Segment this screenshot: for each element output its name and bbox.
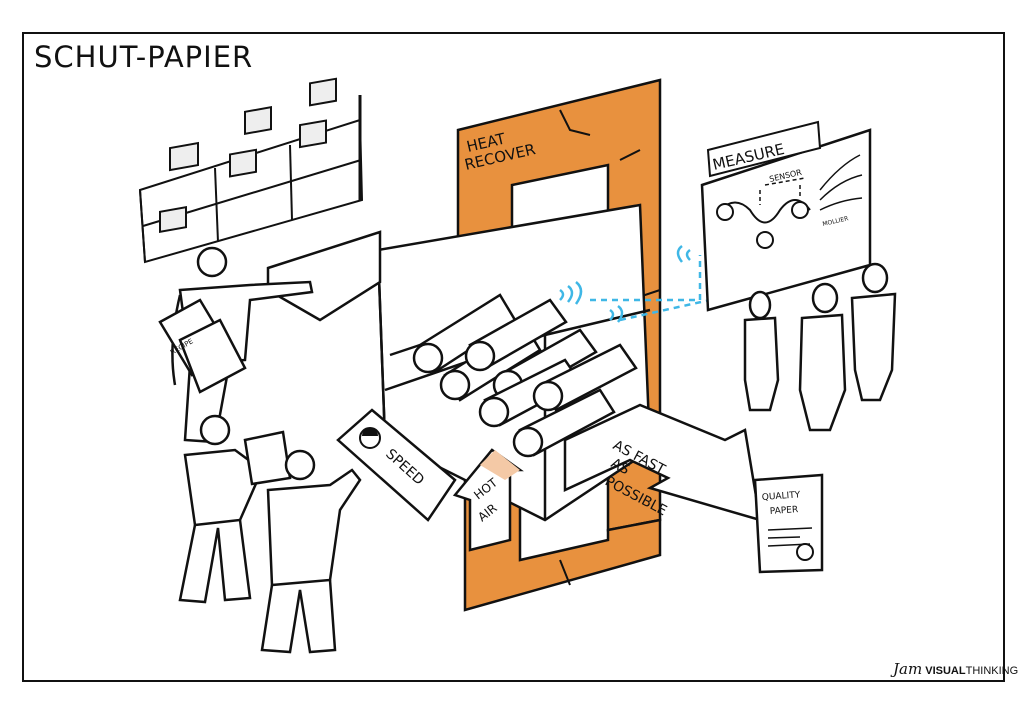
brand-visual: VISUAL xyxy=(925,665,966,677)
brand-thinking: THINKING xyxy=(965,665,1019,677)
label-paper: PAPER xyxy=(770,505,799,517)
output-paper-arrow xyxy=(563,403,762,522)
person-with-recipes xyxy=(158,246,314,444)
recipe-shelves xyxy=(138,77,364,264)
hot-air-arrow xyxy=(452,448,524,552)
brand-jam: Jam xyxy=(893,660,923,678)
sensor-waves xyxy=(559,245,711,323)
brand-logo: Jam VISUALTHINKING xyxy=(893,660,1018,678)
page-title: SCHUT-PAPIER xyxy=(34,40,254,74)
quality-paper-certificate xyxy=(753,473,824,574)
person-pointing xyxy=(260,449,362,654)
audience-group xyxy=(743,262,897,432)
measure-board xyxy=(700,120,872,312)
label-as: AS xyxy=(608,455,632,478)
person-reading xyxy=(178,414,292,604)
speed-sign xyxy=(336,408,457,522)
label-quality: QUALITY xyxy=(762,490,802,503)
